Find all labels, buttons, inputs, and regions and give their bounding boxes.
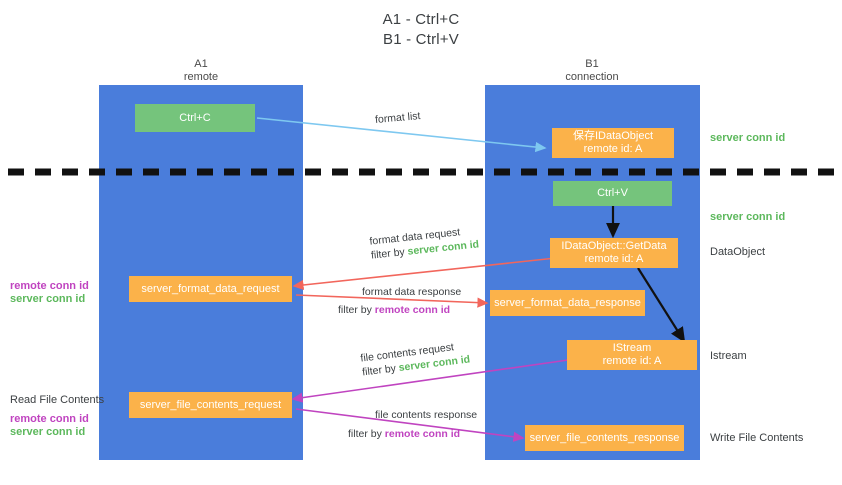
annotation-server-conn-id-second: server conn id (710, 211, 786, 223)
filter-key-remote-conn-id: remote conn id (374, 304, 451, 316)
node-server-file-contents-request[interactable]: server_file_contents_request (129, 392, 292, 418)
annotation-left-mid-server-conn-id: server conn id (10, 293, 86, 305)
filter-prefix: filter by (338, 304, 375, 316)
node-server-format-data-request[interactable]: server_format_data_request (129, 276, 292, 302)
column-header-b1-name: B1 (585, 58, 599, 70)
node-server-file-contents-response[interactable]: server_file_contents_response (525, 425, 684, 451)
filter-prefix: filter by (348, 428, 385, 440)
node-server-format-data-response-label: server_format_data_response (494, 296, 641, 309)
edge-label-file-contents-response-filter: filter by remote conn id (348, 427, 477, 441)
edge-label-format-data-request: format data request filter by server con… (369, 223, 480, 262)
node-ctrl-v-label: Ctrl+V (597, 187, 628, 199)
annotation-istream: Istream (710, 350, 747, 362)
annotation-write-file-contents: Write File Contents (710, 432, 804, 444)
column-header-b1-role: connection (565, 71, 619, 83)
edge-label-file-contents-response-line1: file contents response (375, 409, 478, 421)
annotation-server-conn-id-top: server conn id (710, 132, 786, 144)
node-ctrl-v[interactable]: Ctrl+V (553, 181, 672, 206)
title-line-1: A1 - Ctrl+C (382, 11, 460, 28)
node-save-idataobject-sub: remote id: A (583, 143, 643, 155)
edge-label-format-list-line1: format list (374, 110, 421, 126)
node-idataobject-getdata[interactable]: IDataObject::GetData remote id: A (550, 238, 678, 268)
node-server-format-data-request-label: server_format_data_request (141, 282, 280, 295)
title-line-2: B1 - Ctrl+V (383, 31, 459, 48)
column-header-a1-role: remote (183, 71, 219, 83)
node-idataobject-getdata-label: IDataObject::GetData (561, 240, 667, 252)
column-header-a1: A1 remote (121, 58, 281, 84)
column-header-a1-name: A1 (194, 58, 208, 70)
annotation-read-file-contents: Read File Contents (10, 394, 105, 406)
filter-prefix: filter by (361, 362, 400, 379)
filter-key-remote-conn-id: remote conn id (384, 428, 461, 440)
annotation-left-mid-remote-conn-id: remote conn id (10, 280, 89, 292)
filter-prefix: filter by (370, 245, 409, 262)
edge-label-format-list: format list (374, 109, 421, 127)
node-server-file-contents-request-label: server_file_contents_request (139, 398, 282, 411)
column-header-b1: B1 connection (512, 58, 672, 84)
annotation-left-low-server-conn-id: server conn id (10, 426, 86, 438)
node-ctrl-c-label: Ctrl+C (179, 111, 211, 124)
node-save-idataobject[interactable]: 保存IDataObject remote id: A (552, 128, 674, 158)
edge-label-format-data-response: format data response filter by remote co… (338, 285, 462, 317)
node-idataobject-getdata-sub: remote id: A (584, 253, 644, 265)
node-ctrl-c[interactable]: Ctrl+C (135, 104, 255, 132)
node-server-file-contents-response-label: server_file_contents_response (529, 431, 680, 444)
node-istream[interactable]: IStream remote id: A (567, 340, 697, 370)
node-save-idataobject-label: 保存IDataObject (572, 130, 654, 142)
edge-label-file-contents-response: file contents response filter by remote … (348, 408, 478, 441)
edge-label-file-contents-request: file contents request filter by server c… (360, 338, 471, 379)
node-istream-label: IStream (612, 342, 652, 354)
edge-label-format-data-response-filter: filter by remote conn id (338, 303, 461, 317)
annotation-dataobject: DataObject (710, 246, 766, 258)
node-server-format-data-response[interactable]: server_format_data_response (490, 290, 645, 316)
edge-label-format-data-response-line1: format data response (362, 286, 462, 298)
node-istream-sub: remote id: A (602, 355, 662, 367)
annotation-left-low-remote-conn-id: remote conn id (10, 413, 89, 425)
